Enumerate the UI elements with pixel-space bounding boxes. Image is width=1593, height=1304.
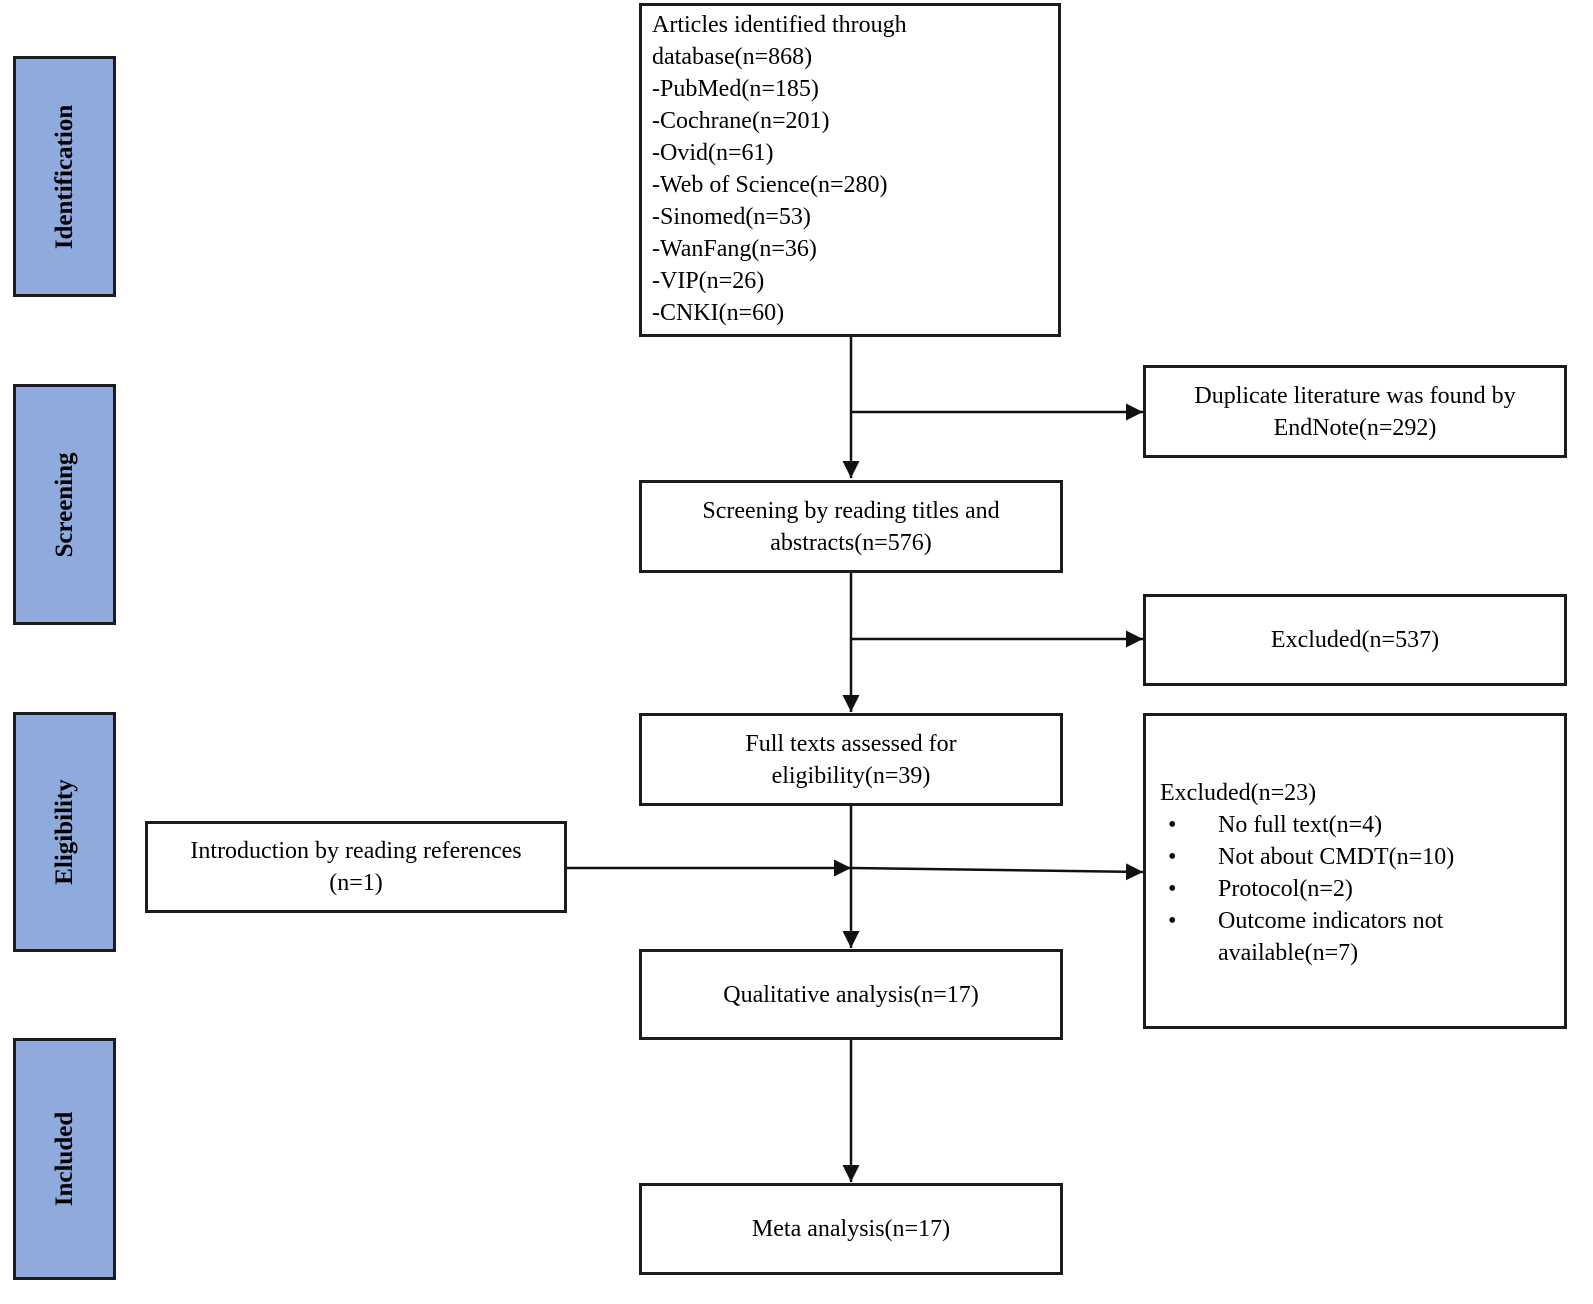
qualitative-text: Qualitative analysis(n=17) (723, 981, 979, 1008)
duplicates-line2: EndNote(n=292) (1273, 414, 1437, 441)
phase-screening: Screening (13, 384, 116, 625)
box-duplicates: Duplicate literature was found by EndNot… (1143, 365, 1567, 458)
phase-included: Included (13, 1038, 116, 1280)
fulltext-line2: eligibility(n=39) (771, 762, 931, 789)
excluded-reasons-list: No full text(n=4) Not about CMDT(n=10) P… (1160, 809, 1564, 969)
box-screening: Screening by reading titles and abstract… (639, 480, 1063, 573)
excluded-fulltext-title: Excluded(n=23) (1160, 780, 1317, 806)
identified-line: -WanFang(n=36) (652, 236, 817, 262)
identified-line: -Web of Science(n=280) (652, 172, 888, 198)
phase-eligibility: Eligibility (13, 712, 116, 952)
identified-line: -Ovid(n=61) (652, 140, 774, 166)
identified-line: -VIP(n=26) (652, 268, 765, 294)
box-excluded-fulltext: Excluded(n=23) No full text(n=4) Not abo… (1143, 713, 1567, 1029)
duplicates-line1: Duplicate literature was found by (1194, 382, 1516, 409)
identified-line: -PubMed(n=185) (652, 76, 819, 102)
fulltext-line1: Full texts assessed for (745, 730, 957, 757)
box-qualitative: Qualitative analysis(n=17) (639, 949, 1063, 1040)
excluded-reason-line1: Outcome indicators not (1218, 908, 1444, 934)
phase-identification: Identification (13, 56, 116, 297)
references-line1: Introduction by reading references (190, 838, 522, 864)
identified-line: Articles identified through (652, 12, 907, 38)
meta-text: Meta analysis(n=17) (751, 1216, 951, 1242)
identified-line: -Cochrane(n=201) (652, 108, 830, 134)
box-references: Introduction by reading references (n=1) (145, 821, 567, 913)
screening-line2: abstracts(n=576) (770, 529, 932, 556)
excluded-reason-item: No full text(n=4) (1160, 809, 1564, 841)
excluded-reason-item: Protocol(n=2) (1160, 873, 1564, 905)
excluded-reason-item: Outcome indicators not available(n=7) (1160, 905, 1564, 969)
box-meta-analysis: Meta analysis(n=17) (639, 1183, 1063, 1275)
references-line2: (n=1) (329, 870, 383, 896)
prisma-flow-diagram: Identification Screening Eligibility Inc… (10, 3, 1580, 1296)
box-articles-identified: Articles identified through database(n=8… (639, 3, 1061, 337)
arrow-to-excluded-fulltext (850, 863, 1144, 881)
excluded-reason-line2: available(n=7) (1218, 940, 1359, 966)
box-fulltext: Full texts assessed for eligibility(n=39… (639, 713, 1063, 806)
identified-line: -Sinomed(n=53) (652, 204, 811, 230)
connectors (565, 337, 1144, 1182)
excluded-screening-text: Excluded(n=537) (1270, 627, 1440, 653)
excluded-reason-item: Not about CMDT(n=10) (1160, 841, 1564, 873)
screening-line1: Screening by reading titles and (702, 497, 1000, 524)
identified-line: database(n=868) (652, 44, 813, 70)
box-excluded-screening: Excluded(n=537) (1143, 594, 1567, 686)
identified-line: -CNKI(n=60) (652, 300, 785, 326)
